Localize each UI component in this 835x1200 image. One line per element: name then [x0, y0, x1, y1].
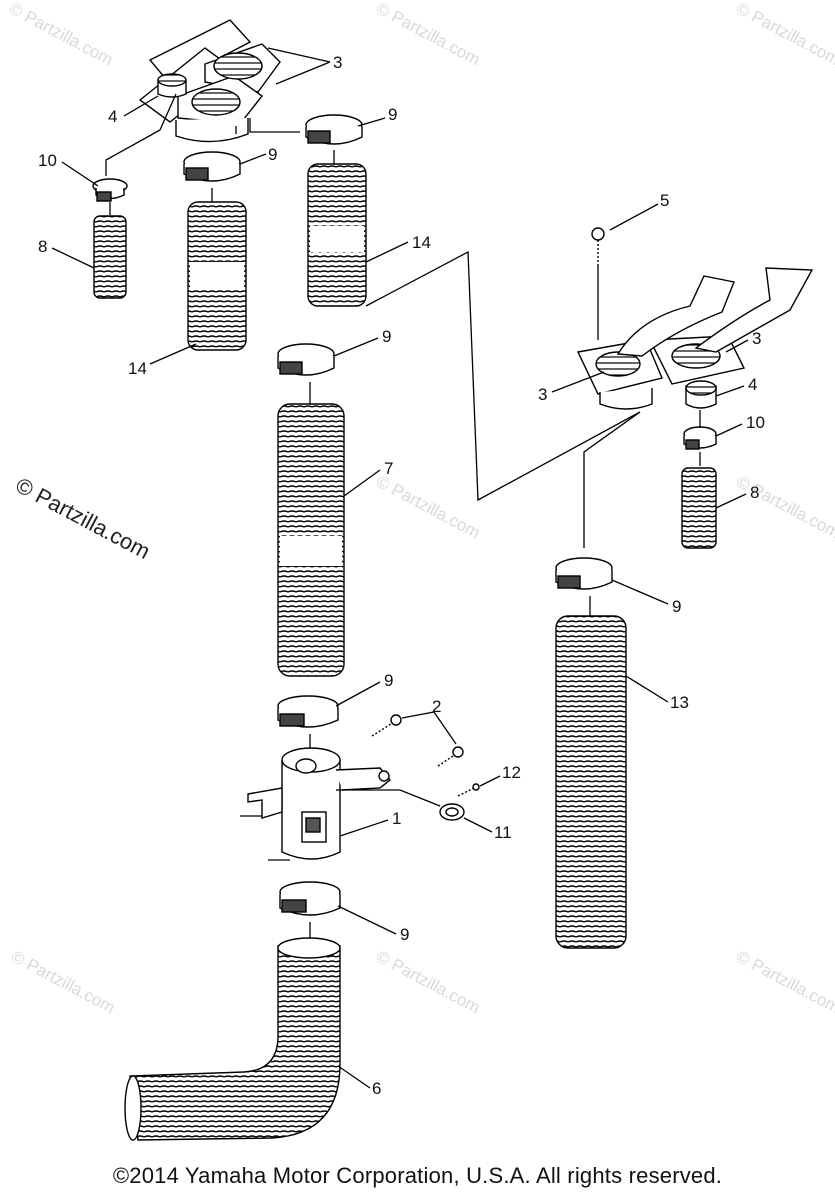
watermark-text: © Partzilla.com [373, 0, 483, 69]
elbow-hose [124, 937, 341, 1141]
callout-number: 10 [38, 151, 57, 170]
vent-assembly-left [138, 19, 281, 143]
blower-unit [240, 747, 391, 861]
callout-number: 5 [660, 191, 669, 210]
clip [439, 803, 465, 821]
callout-number: 3 [752, 329, 761, 348]
callout-number: 9 [672, 597, 681, 616]
watermark-text: © Partzilla.com [373, 947, 483, 1018]
callout-number: 7 [384, 459, 393, 478]
callout-number: 11 [494, 823, 512, 842]
copyright-notice: ©2014 Yamaha Motor Corporation, U.S.A. A… [112, 1163, 723, 1188]
callout-number: 1 [392, 809, 401, 828]
small-hose-right [681, 467, 717, 549]
callout-number: 6 [372, 1079, 381, 1098]
callout-number: 10 [746, 413, 765, 432]
hose-clamp [279, 881, 341, 916]
screw [591, 227, 605, 266]
exploded-view-drawing: © Partzilla.com © Partzilla.com © Partzi… [6, 0, 835, 1141]
leader-line [235, 118, 300, 134]
callout-number: 9 [268, 145, 277, 164]
screw-small [457, 783, 480, 797]
watermark-text: © Partzilla.com [733, 947, 835, 1018]
callout-number: 2 [432, 697, 441, 716]
hose-clamp [277, 695, 339, 728]
callout-number: 9 [388, 105, 397, 124]
watermark-text-prominent: © Partzilla.com [12, 472, 155, 564]
callout-number: 9 [382, 327, 391, 346]
callout-number: 14 [128, 359, 147, 378]
hose-clamp [305, 114, 363, 145]
callout-number: 9 [400, 925, 409, 944]
leader-line [365, 250, 641, 502]
small-hose-clamp-left [92, 178, 128, 202]
callout-number: 14 [412, 233, 431, 252]
leader-line [401, 711, 457, 745]
callout-number: 13 [670, 693, 689, 712]
hose-band [280, 536, 342, 566]
callout-number: 3 [538, 385, 547, 404]
callout-number: 12 [502, 763, 521, 782]
watermark-text: © Partzilla.com [6, 0, 116, 69]
leader-line [105, 93, 177, 176]
watermark-text: © Partzilla.com [733, 472, 835, 543]
watermark-text: © Partzilla.com [373, 472, 483, 543]
callout-labels: 3 4 9 10 9 8 14 14 9 5 3 3 4 10 8 7 9 13… [38, 53, 765, 1098]
long-hose-right [555, 615, 627, 949]
hose-band [310, 226, 364, 252]
small-hose-left [93, 215, 127, 299]
callout-number: 3 [333, 53, 342, 72]
callout-number: 9 [384, 671, 393, 690]
leader-line [336, 789, 441, 807]
hose-clamp [183, 151, 241, 182]
callout-number: 4 [748, 375, 757, 394]
hose-band [190, 262, 244, 288]
hose-clamp [277, 343, 335, 376]
watermark-text: © Partzilla.com [8, 947, 118, 1018]
screw [437, 746, 464, 767]
hose-clamp [555, 557, 613, 590]
callout-number: 8 [38, 237, 47, 256]
vent-assembly-right [576, 267, 814, 410]
watermark-text: © Partzilla.com [733, 0, 835, 69]
callout-number: 8 [750, 483, 759, 502]
callout-leaders [51, 47, 749, 1089]
screw [371, 714, 402, 737]
leader-line [583, 411, 641, 548]
small-hose-clamp-right [683, 426, 717, 450]
callout-number: 4 [108, 107, 117, 126]
